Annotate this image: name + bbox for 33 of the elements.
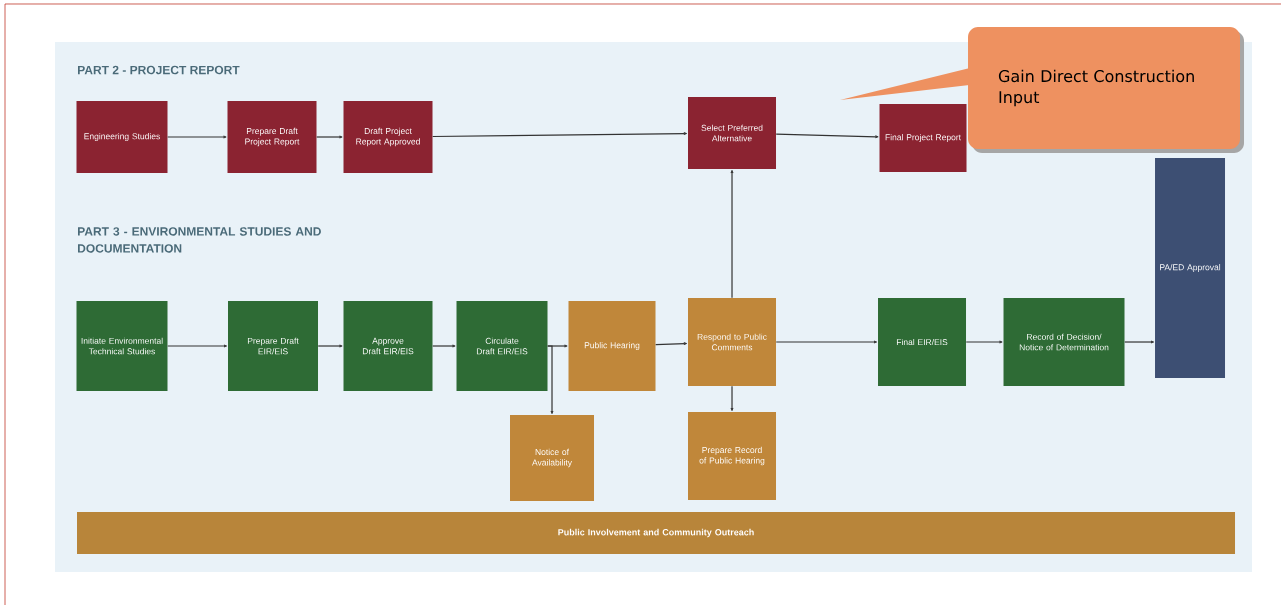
process-box: Prepare Draft EIR/EIS [228, 301, 318, 391]
arrow [775, 340, 878, 344]
arrow [167, 344, 228, 348]
arrow [547, 345, 554, 415]
process-box: Record of Decision/ Notice of Determination [1003, 298, 1125, 386]
arrow [965, 340, 1003, 344]
process-box: Prepare Record of Public Hearing [688, 412, 776, 500]
process-box: Respond to Public Comments [688, 298, 776, 386]
arrow [316, 135, 343, 139]
arrow [432, 132, 688, 138]
process-box: Final EIR/EIS [878, 298, 966, 386]
approval-bar: PA/ED Approval [1155, 158, 1225, 378]
process-box: Select Preferred Alternative [688, 97, 776, 169]
arrow [432, 344, 456, 348]
arrow [317, 344, 343, 348]
section-heading: PART 3 - ENVIRONMENTAL STUDIES AND DOCUMENTATION [78, 227, 321, 253]
arrow [655, 342, 688, 346]
process-box: Prepare Draft Project Report [227, 101, 317, 173]
process-box: Draft Project Report Approved [343, 101, 433, 173]
arrow [730, 385, 734, 412]
outreach-band: Public Involvement and Community Outreach [77, 512, 1235, 554]
process-box: Public Hearing [568, 301, 656, 391]
process-box: Final Project Report [879, 104, 967, 172]
arrow [1124, 340, 1155, 344]
process-box: Circulate Draft EIR/EIS [456, 301, 548, 391]
process-box: Notice of Availability [510, 415, 594, 501]
process-box: Initiate Environmental Technical Studies [76, 301, 168, 391]
arrow [730, 169, 734, 299]
process-box: Approve Draft EIR/EIS [343, 301, 433, 391]
section-heading: PART 2 - PROJECT REPORT [78, 65, 240, 75]
process-box: Engineering Studies [76, 101, 168, 173]
arrow [167, 135, 227, 139]
arrow [775, 133, 879, 139]
